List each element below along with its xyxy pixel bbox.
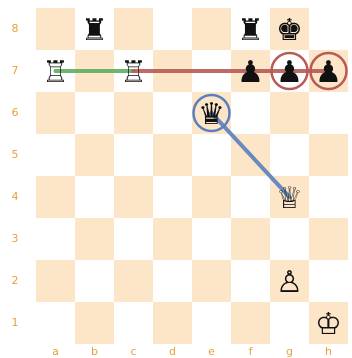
square-b2[interactable]	[75, 260, 114, 302]
rank-label-6: 6	[0, 106, 30, 119]
square-b5[interactable]	[75, 134, 114, 176]
square-a8[interactable]	[36, 8, 75, 50]
square-c4[interactable]	[114, 176, 153, 218]
square-h7[interactable]	[309, 50, 348, 92]
file-label-f: f	[231, 345, 270, 358]
file-label-a: a	[36, 345, 75, 358]
square-h6[interactable]	[309, 92, 348, 134]
square-c6[interactable]	[114, 92, 153, 134]
square-e8[interactable]	[192, 8, 231, 50]
square-c8[interactable]	[114, 8, 153, 50]
square-e1[interactable]	[192, 302, 231, 344]
square-g3[interactable]	[270, 218, 309, 260]
square-g4[interactable]	[270, 176, 309, 218]
square-f4[interactable]	[231, 176, 270, 218]
square-e6[interactable]	[192, 92, 231, 134]
file-label-d: d	[153, 345, 192, 358]
square-b8[interactable]	[75, 8, 114, 50]
square-e3[interactable]	[192, 218, 231, 260]
rank-label-4: 4	[0, 190, 30, 203]
rank-label-8: 8	[0, 22, 30, 35]
square-a6[interactable]	[36, 92, 75, 134]
square-h1[interactable]	[309, 302, 348, 344]
square-b7[interactable]	[75, 50, 114, 92]
rank-label-7: 7	[0, 64, 30, 77]
square-c5[interactable]	[114, 134, 153, 176]
square-a3[interactable]	[36, 218, 75, 260]
square-h8[interactable]	[309, 8, 348, 50]
square-f3[interactable]	[231, 218, 270, 260]
square-c7[interactable]	[114, 50, 153, 92]
square-h3[interactable]	[309, 218, 348, 260]
square-e5[interactable]	[192, 134, 231, 176]
square-a1[interactable]	[36, 302, 75, 344]
chess-board[interactable]	[36, 8, 348, 344]
square-c3[interactable]	[114, 218, 153, 260]
rank-label-2: 2	[0, 274, 30, 287]
square-a5[interactable]	[36, 134, 75, 176]
square-e4[interactable]	[192, 176, 231, 218]
square-g5[interactable]	[270, 134, 309, 176]
square-d1[interactable]	[153, 302, 192, 344]
square-g6[interactable]	[270, 92, 309, 134]
square-e7[interactable]	[192, 50, 231, 92]
square-g2[interactable]	[270, 260, 309, 302]
square-f5[interactable]	[231, 134, 270, 176]
file-label-b: b	[75, 345, 114, 358]
square-a2[interactable]	[36, 260, 75, 302]
square-d8[interactable]	[153, 8, 192, 50]
square-b4[interactable]	[75, 176, 114, 218]
square-d2[interactable]	[153, 260, 192, 302]
rank-label-3: 3	[0, 232, 30, 245]
square-h4[interactable]	[309, 176, 348, 218]
square-f8[interactable]	[231, 8, 270, 50]
square-a4[interactable]	[36, 176, 75, 218]
square-f1[interactable]	[231, 302, 270, 344]
square-g1[interactable]	[270, 302, 309, 344]
file-label-h: h	[309, 345, 348, 358]
square-h5[interactable]	[309, 134, 348, 176]
file-label-e: e	[192, 345, 231, 358]
square-c1[interactable]	[114, 302, 153, 344]
square-d4[interactable]	[153, 176, 192, 218]
square-h2[interactable]	[309, 260, 348, 302]
square-a7[interactable]	[36, 50, 75, 92]
square-d6[interactable]	[153, 92, 192, 134]
square-b3[interactable]	[75, 218, 114, 260]
square-c2[interactable]	[114, 260, 153, 302]
square-f7[interactable]	[231, 50, 270, 92]
square-b6[interactable]	[75, 92, 114, 134]
square-f2[interactable]	[231, 260, 270, 302]
file-label-c: c	[114, 345, 153, 358]
rank-label-5: 5	[0, 148, 30, 161]
square-d5[interactable]	[153, 134, 192, 176]
file-label-g: g	[270, 345, 309, 358]
square-d7[interactable]	[153, 50, 192, 92]
square-d3[interactable]	[153, 218, 192, 260]
square-g7[interactable]	[270, 50, 309, 92]
square-g8[interactable]	[270, 8, 309, 50]
rank-label-1: 1	[0, 316, 30, 329]
square-b1[interactable]	[75, 302, 114, 344]
square-f6[interactable]	[231, 92, 270, 134]
square-e2[interactable]	[192, 260, 231, 302]
